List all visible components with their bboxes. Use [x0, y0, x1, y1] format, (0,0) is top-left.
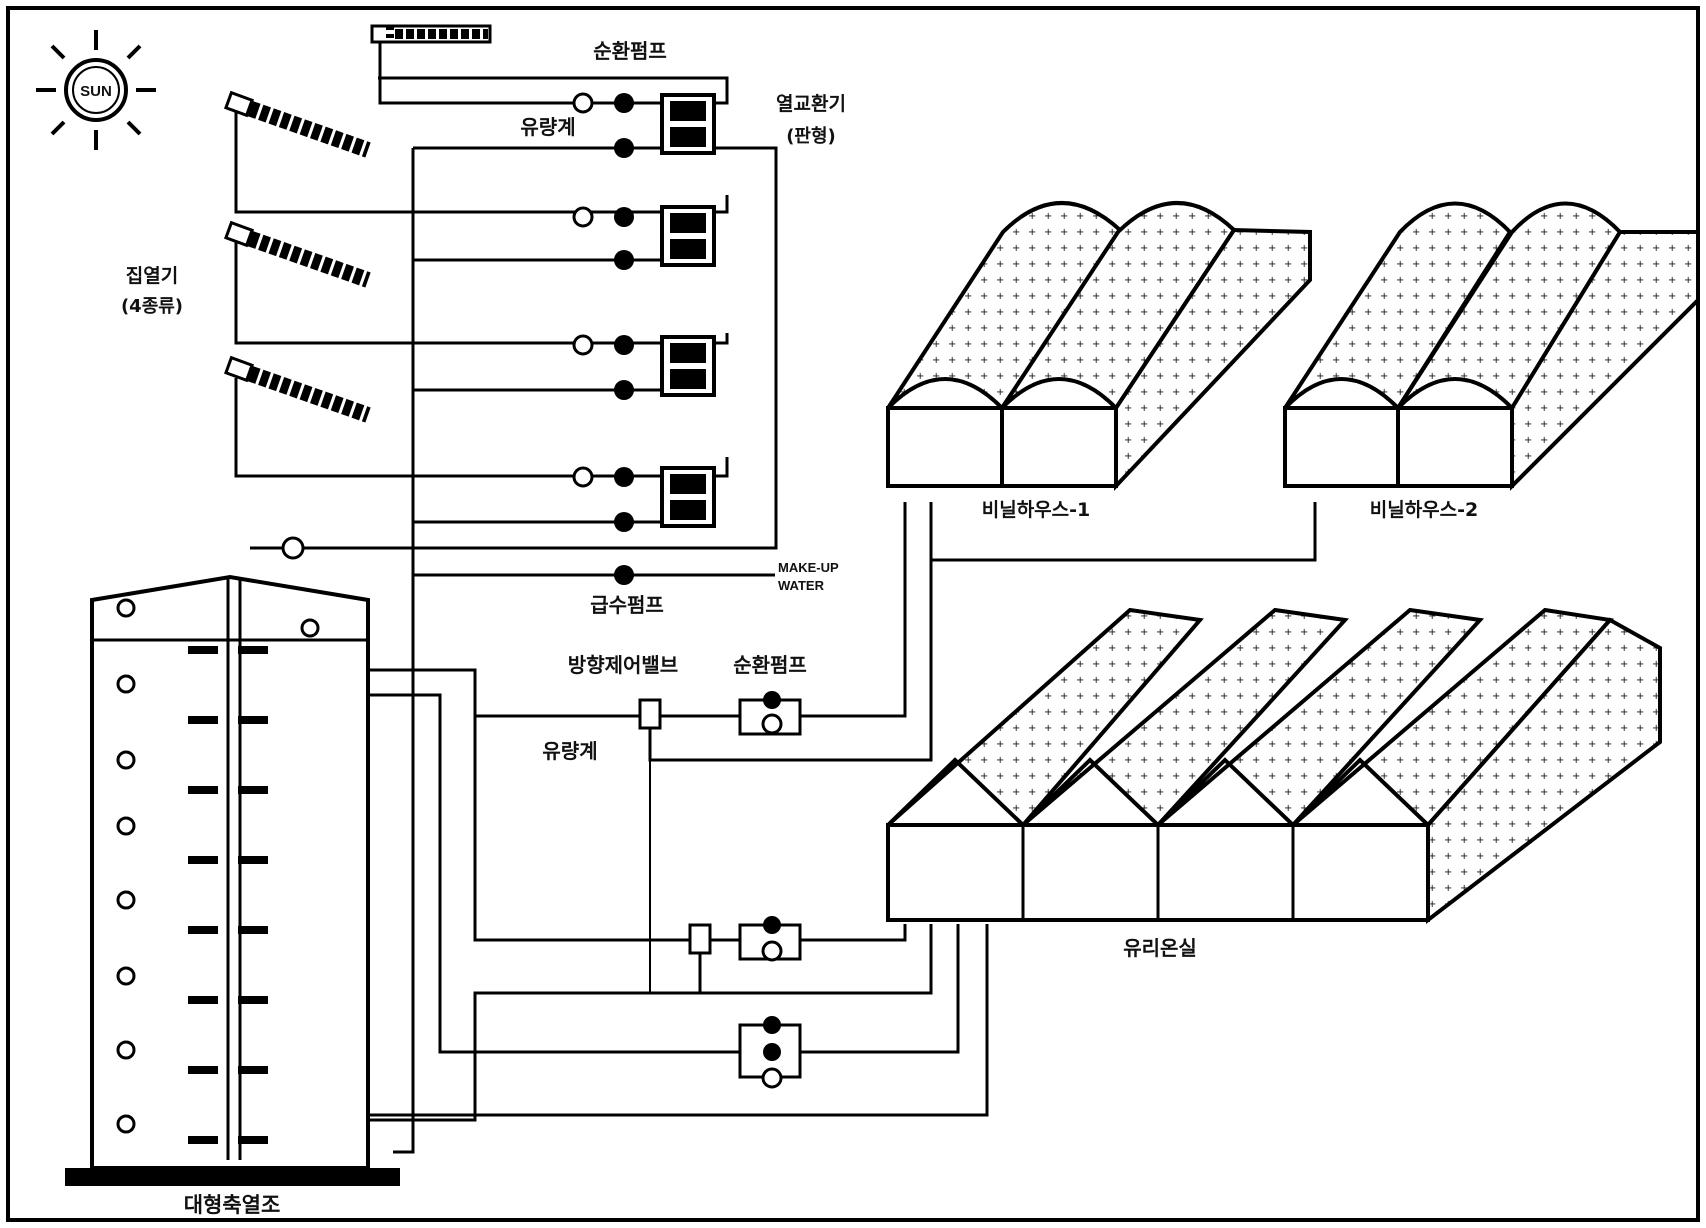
pump-group-3: [740, 1016, 800, 1087]
direction-valve-label: 방향제어밸브: [568, 653, 678, 677]
solar-collector-3: [226, 358, 368, 415]
heat-exchanger-type-label: (판형): [786, 126, 836, 147]
circ-pump-top-label: 순환펌프: [593, 39, 667, 63]
circ-pump-mid-label: 순환펌프: [733, 653, 807, 677]
glass-greenhouse: [888, 610, 1660, 920]
storage-tank: [65, 577, 400, 1186]
storage-tank-label: 대형축열조: [184, 1193, 281, 1217]
collector-types-label: (4종류): [121, 296, 183, 317]
heat-exchanger-1: [662, 95, 714, 153]
makeup-water-line: [413, 565, 775, 585]
solar-collector-top: [372, 26, 490, 42]
collector-label: 집열기: [126, 265, 178, 287]
sun-label: SUN: [80, 83, 112, 100]
heat-exchanger-label: 열교환기: [776, 93, 846, 115]
solar-collector-1: [226, 93, 368, 150]
heat-exchanger-4: [662, 468, 714, 526]
pump-group-2: [740, 916, 800, 960]
heat-exchanger-2: [662, 207, 714, 265]
heat-exchanger-3: [662, 337, 714, 395]
vinyl-house-2: [1285, 204, 1698, 487]
vinyl-house-1: [888, 203, 1310, 486]
vinyl-house-1-label: 비닐하우스-1: [982, 499, 1091, 521]
makeup-water-label-1: MAKE-UP: [778, 560, 839, 575]
vinyl-house-2-label: 비닐하우스-2: [1370, 499, 1479, 521]
solar-collector-2: [226, 223, 368, 280]
flow-meter-mid-label: 유량계: [542, 739, 597, 763]
feed-pump-label: 급수펌프: [590, 593, 664, 617]
makeup-water-label-2: WATER: [778, 578, 825, 593]
flow-meter-top-label: 유량계: [520, 115, 575, 139]
pump-group-1: [740, 691, 800, 734]
glass-greenhouse-label: 유리온실: [1123, 936, 1197, 960]
